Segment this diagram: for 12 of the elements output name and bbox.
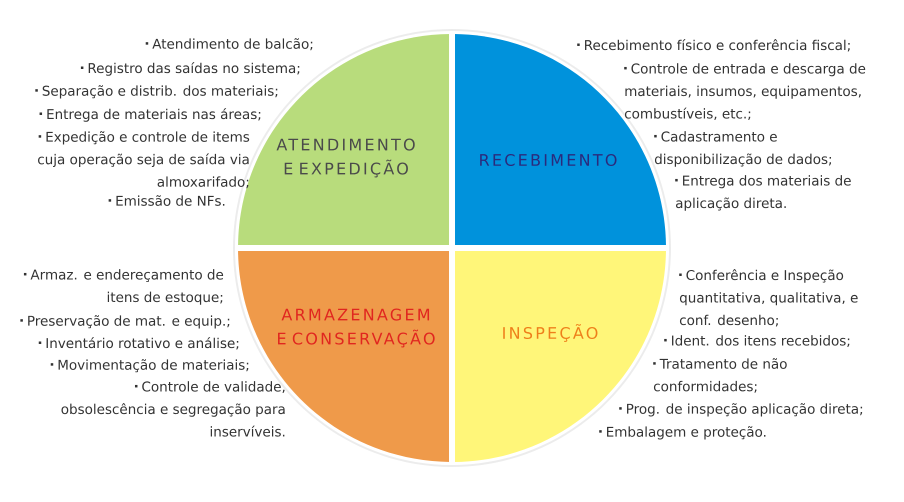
bullet-item: Ident. dos itens recebidos; xyxy=(664,335,850,347)
bullet-item: Entrega dos materiais de aplicação direta. xyxy=(675,175,851,211)
bullet-item: Registro das saídas no sistema; xyxy=(80,62,300,76)
bullet-item: Preservação de mat. e equip.; xyxy=(20,315,230,328)
bullet-item: Inventário rotativo e análise; xyxy=(38,337,238,350)
bullet-item: Expedição e controle de items cuja operação seja de saída via almoxarifado; xyxy=(38,131,250,188)
bullet-item: Atendimento de balcão; xyxy=(146,38,312,50)
bullet-item: Conferência e Inspeção quantitativa, qualitativa, e conf. desenho; xyxy=(679,269,858,327)
bullet-item: Separação e distrib. dos materiais; xyxy=(35,85,278,98)
bullet-item: Emissão de NFs. xyxy=(108,195,224,206)
bullet-item: Armaz. e endereçamento de itens de estoque; xyxy=(24,269,224,305)
bullet-item: Entrega de materiais nas áreas; xyxy=(40,108,260,122)
